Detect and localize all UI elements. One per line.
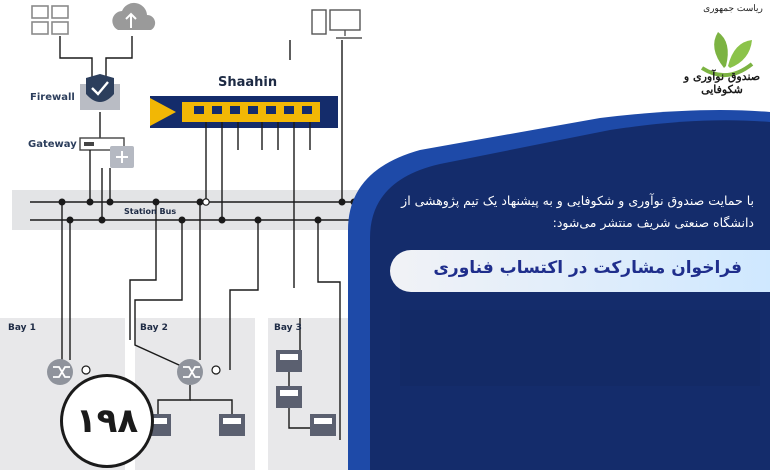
bay-3-label: Bay 3 [274, 323, 302, 333]
firewall-icon [80, 74, 120, 110]
logo-top-text: ریاست جمهوری [703, 4, 763, 14]
bay-1-node [81, 365, 91, 375]
bay-2-device-links [157, 385, 233, 414]
bay-2-switch-icon [177, 359, 203, 385]
firewall-label: Firewall [30, 92, 75, 103]
bay-1-label: Bay 1 [8, 323, 36, 333]
bay-3-links [288, 318, 310, 429]
station-bus-band [12, 190, 412, 230]
title-banner: فراخوان مشارکت در اکتساب فناوری [390, 250, 770, 292]
logo-bottom-text: صندوق نوآوری و شکوفایی [683, 70, 761, 96]
computer-icon [311, 9, 362, 39]
monitors-icon [31, 5, 69, 35]
issue-number-badge: ۱۹۸ [60, 374, 154, 468]
bus-open-dot [202, 198, 210, 206]
intro-text: با حمایت صندوق نوآوری و شکوفایی و به پیش… [401, 193, 754, 230]
bay-2-node [211, 365, 221, 375]
blue-overlay-front [370, 120, 770, 470]
uplink-lines [59, 36, 133, 78]
switch-drop-lines [205, 40, 343, 288]
bay-1-switch-icon [47, 359, 73, 385]
fund-logo-icon [700, 32, 754, 77]
gateway-icon [79, 137, 134, 168]
shaahin-switch [150, 96, 338, 128]
info-panel [400, 310, 760, 386]
gateway-label: Gateway [28, 139, 77, 150]
station-bus-label: Station Bus [124, 207, 176, 216]
switch-ports [194, 106, 312, 114]
gateway-bus-lines [89, 150, 111, 220]
cloud-icon [112, 2, 156, 31]
shaahin-label: Shaahin [218, 75, 277, 90]
bay-2-label: Bay 2 [140, 323, 168, 333]
banner-title: فراخوان مشارکت در اکتساب فناوری [433, 258, 742, 278]
bay-2-panel [135, 318, 255, 470]
